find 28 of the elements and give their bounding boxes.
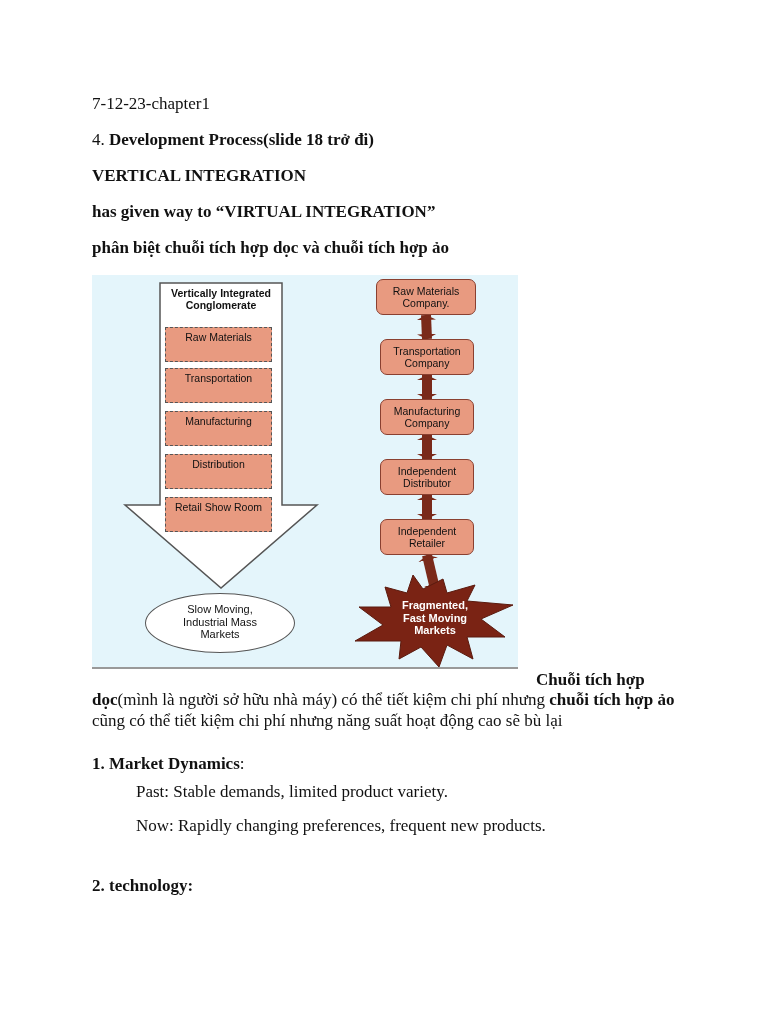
doc-heading: 7-12-23-chapter1 [92, 94, 211, 115]
section-heading: 1. Market Dynamics: [92, 754, 246, 775]
subheading-text: phân biệt chuỗi tích hợp dọc và chuỗi tích hợp ảo [92, 238, 451, 259]
paragraph: Chuỗi tích hợp dọc(mình là người sở hữu nhà máy) có thể tiết kiệm chi phí nhưng chuỗi tích hợp ảo cũng có thể tiết kiệm chi phí nhưng năng suất hoạt động cao sẽ bù lại [92, 670, 676, 732]
dashed-process-box: Retail Show Room [165, 497, 272, 532]
dashed-process-box: Raw Materials [165, 327, 272, 362]
heading-text: VERTICAL INTEGRATION [92, 166, 307, 187]
company-box: Manufacturing Company [380, 399, 474, 435]
company-box: Independent Distributor [380, 459, 474, 495]
company-box: Transportation Company [380, 339, 474, 375]
connector-arrow [416, 314, 437, 340]
dashed-process-box: Manufacturing [165, 411, 272, 446]
dashed-process-box: Transportation [165, 368, 272, 403]
company-box: Raw Materials Company. [376, 279, 476, 315]
section-heading: 2. technology: [92, 876, 195, 897]
dashed-process-box: Distribution [165, 454, 272, 489]
bullet-text: Past: Stable demands, limited product variety. [136, 782, 449, 803]
down-arrow-shape [125, 283, 317, 588]
connector-arrow [417, 375, 437, 399]
bullet-text: Now: Rapidly changing preferences, frequent new products. [136, 816, 547, 837]
connector-arrow [417, 435, 437, 459]
subheading-text: has given way to “VIRTUAL INTEGRATION” [92, 202, 437, 223]
starburst-shape: Fragmented, Fast Moving Markets [355, 575, 515, 667]
section-heading: 4. Development Process(slide 18 trở đi) [92, 130, 375, 151]
arrow-title: Vertically Integrated Conglomerate [170, 287, 272, 312]
company-box: Independent Retailer [380, 519, 474, 555]
connector-arrow [417, 495, 437, 519]
market-ellipse: Slow Moving, Industrial Mass Markets [145, 593, 295, 653]
